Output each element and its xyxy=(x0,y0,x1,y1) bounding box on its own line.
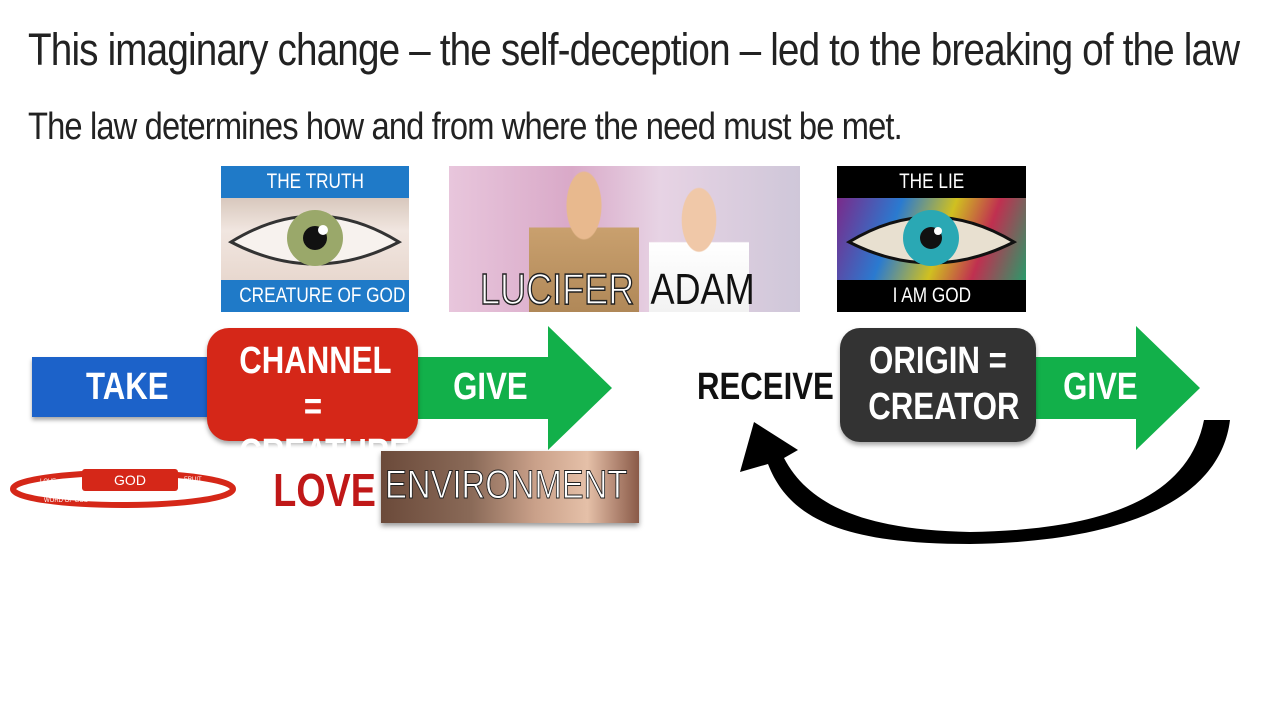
truth-bottom-label: CREATURE OF GOD xyxy=(239,284,406,307)
take-bar: TAKE xyxy=(32,357,222,417)
give-arrow-left xyxy=(416,326,612,450)
environment-label: ENVIRONMENT xyxy=(385,463,628,508)
give-label-right: GIVE xyxy=(1062,366,1138,408)
god-ring-diagram: GOD LOVE FRUIT WORD OF GOD xyxy=(10,469,236,508)
lie-bottom-label: I AM GOD xyxy=(892,284,971,307)
eye-image xyxy=(221,198,409,280)
environment-image-tile: ENVIRONMENT xyxy=(381,451,639,523)
slide-subtitle: The law determines how and from where th… xyxy=(28,106,903,148)
ring-god-text: GOD xyxy=(114,472,146,488)
ring-word-text: WORD OF GOD xyxy=(44,498,89,504)
lie-image-tile: THE LIE I AM GOD xyxy=(837,166,1026,312)
channel-creature-block: CHANNEL = CREATURE xyxy=(207,328,418,474)
man-portrait xyxy=(649,184,749,312)
truth-image-tile: THE TRUTH CREATURE OF GOD xyxy=(221,166,409,312)
painted-eye-image xyxy=(837,198,1026,280)
lucifer-adam-image-tile: LUCIFER ADAM xyxy=(449,166,800,312)
receive-label: RECEIVE xyxy=(697,366,834,408)
slide-title: This imaginary change – the self-decepti… xyxy=(28,24,1240,75)
lucifer-label: LUCIFER xyxy=(479,265,635,312)
origin-creator-block: ORIGIN = CREATOR xyxy=(840,328,1036,442)
ring-love-text: LOVE xyxy=(40,479,56,485)
adam-label: ADAM xyxy=(650,265,755,313)
ring-fruit-text: FRUIT xyxy=(184,477,202,483)
god-box xyxy=(82,469,178,491)
give-arrow-right xyxy=(1030,326,1200,450)
angel-figure xyxy=(529,170,639,312)
lie-top-label: THE LIE xyxy=(898,170,965,193)
give-label-left: GIVE xyxy=(452,366,528,408)
love-label: LOVE xyxy=(273,464,376,516)
curved-return-arrow xyxy=(740,420,1230,544)
truth-top-label: THE TRUTH xyxy=(266,170,364,193)
